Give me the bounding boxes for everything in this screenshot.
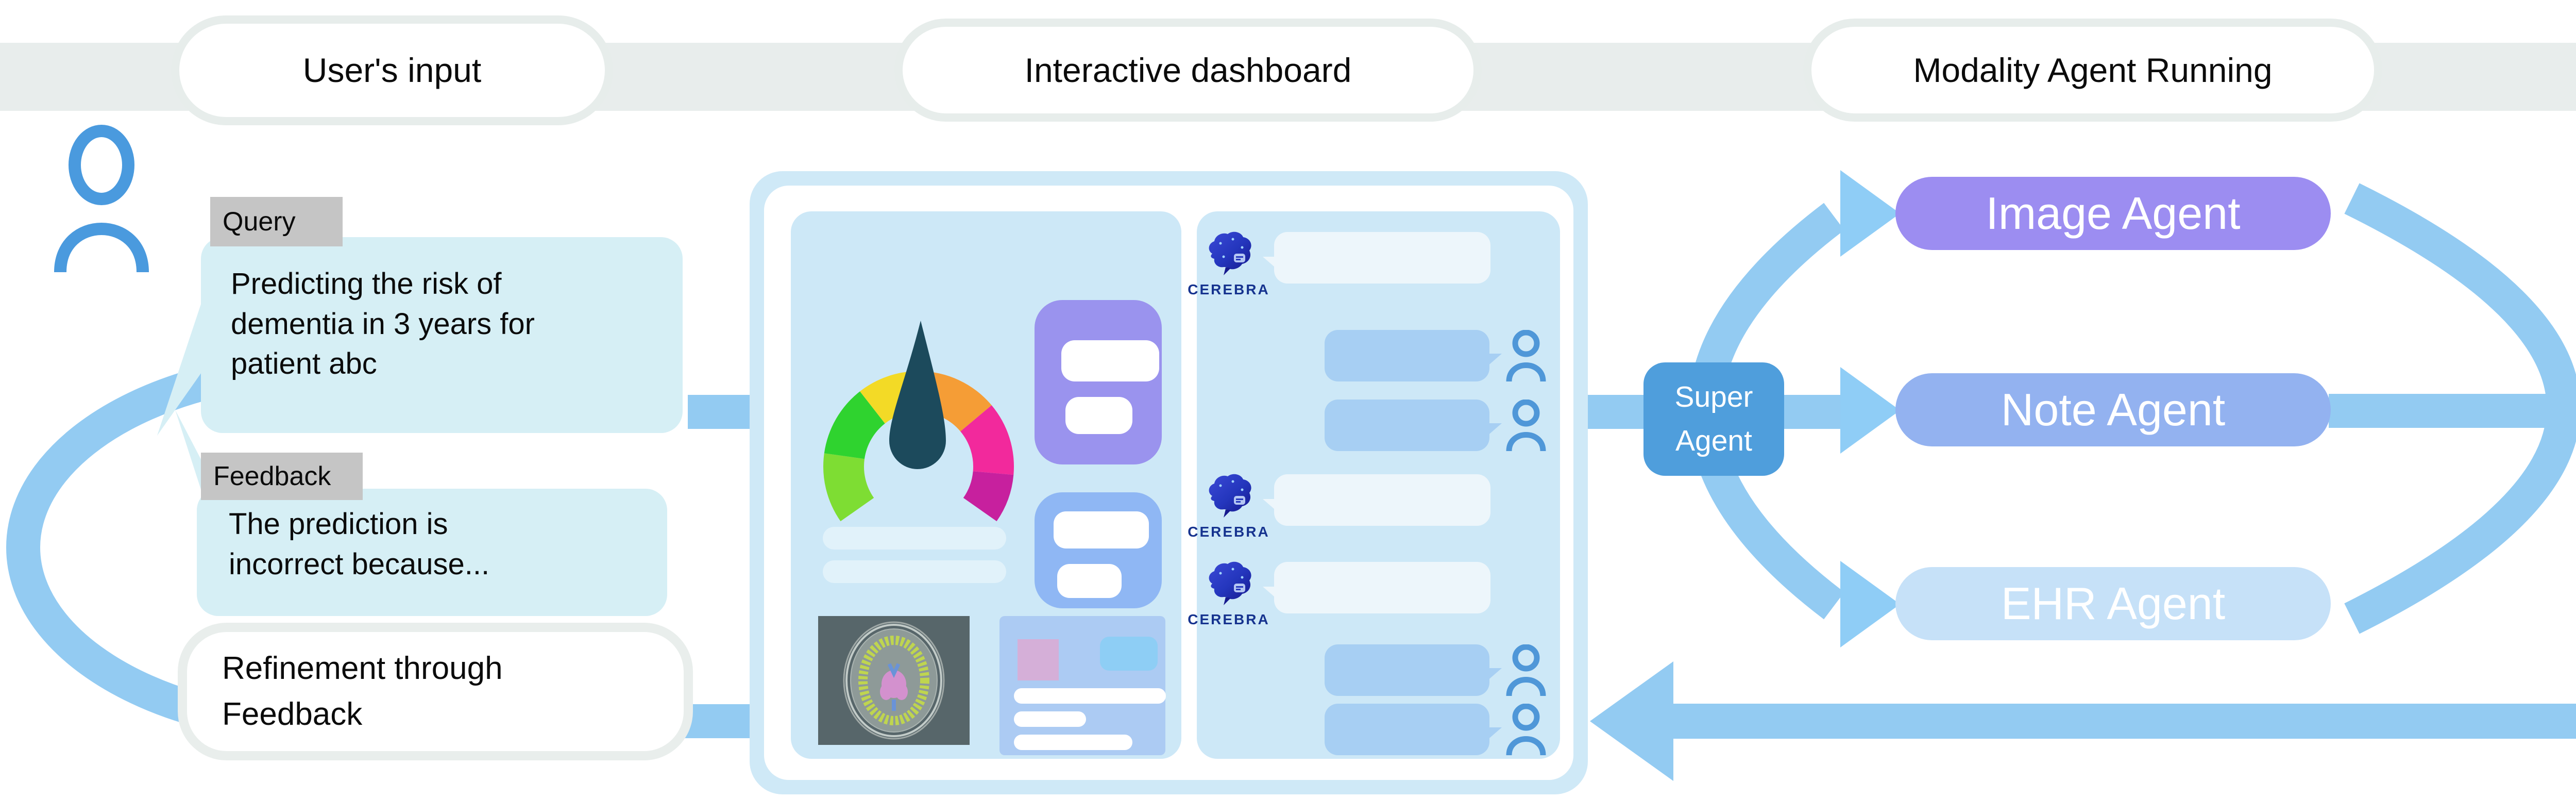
note-agent-arrowhead-icon (1840, 367, 1900, 454)
feedback-label-text: Feedback (213, 461, 331, 491)
note-to-discussion-band (2329, 394, 2576, 428)
analytics-graphics (818, 300, 1166, 755)
purple-chat-card (1035, 300, 1162, 464)
step-interactive-dashboard: Interactive dashboard (894, 19, 1482, 122)
dashboard-chat-panel: CEREBRA (1188, 211, 1560, 759)
step-modality-agent-running: Modality Agent Running (1803, 19, 2382, 122)
query-bubble-tail (157, 289, 206, 436)
step-users-input: User's input (171, 15, 613, 125)
query-bubble: Predicting the risk of dementia in 3 yea… (201, 237, 683, 433)
placeholder-line (823, 527, 1006, 550)
query-text: Predicting the risk of dementia in 3 yea… (231, 267, 535, 381)
feedback-label: Feedback (201, 453, 363, 500)
report-panel (999, 616, 1166, 755)
risk-gauge-icon (823, 321, 1014, 522)
cerebra-brain-icon (1209, 561, 1251, 605)
query-to-dashboard-band (688, 395, 755, 429)
cerebra-name: CEREBRA (1188, 524, 1270, 540)
dashboard-to-super-band (1582, 395, 1654, 429)
feedback-text: The prediction is incorrect because... (229, 507, 490, 581)
bot-message-bubble (1263, 562, 1490, 613)
super-to-note-band (1777, 395, 1844, 429)
super-agent-box: Super Agent (1643, 362, 1784, 476)
feedback-bubble: The prediction is incorrect because... (197, 489, 667, 616)
note-agent-pill: Note Agent (1895, 373, 2331, 446)
note-agent-label: Note Agent (2001, 384, 2226, 435)
cerebra-brain-icon (1209, 231, 1251, 275)
step-label: User's input (302, 51, 482, 90)
image-agent-label: Image Agent (1986, 188, 2241, 239)
placeholder-line (823, 560, 1006, 583)
blue-chat-card (1035, 492, 1162, 608)
cerebra-brain-icon (1209, 474, 1251, 518)
refinement-text: Refinement through Feedback (222, 651, 503, 732)
person-icon (1506, 704, 1546, 755)
person-icon (1506, 400, 1546, 451)
image-agent-arrowhead-icon (1840, 170, 1900, 257)
ehr-agent-arrowhead-icon (1840, 561, 1900, 647)
user-message-bubble (1325, 644, 1502, 696)
image-agent-pill: Image Agent (1895, 177, 2331, 250)
step-label: Modality Agent Running (1913, 51, 2273, 89)
query-label-text: Query (223, 207, 296, 237)
person-icon (1506, 644, 1546, 696)
user-message-bubble (1325, 330, 1502, 381)
step-label: Interactive dashboard (1024, 51, 1352, 89)
bot-message-bubble (1263, 474, 1490, 526)
brain-mri-scan (818, 616, 970, 745)
person-icon (1506, 330, 1546, 381)
cerebra-name: CEREBRA (1188, 281, 1270, 297)
query-label: Query (210, 197, 343, 246)
user-message-bubble (1325, 400, 1502, 451)
dashboard-analytics-panel (791, 211, 1181, 759)
gauge-needle-icon (889, 321, 946, 469)
return-arrowhead-icon (1590, 661, 1673, 781)
ehr-agent-label: EHR Agent (2001, 578, 2226, 629)
refinement-pill: Refinement through Feedback (178, 623, 693, 760)
user-icon (54, 125, 149, 272)
ehr-agent-pill: EHR Agent (1895, 567, 2331, 640)
cerebra-name: CEREBRA (1188, 611, 1270, 627)
super-agent-label: Super Agent (1674, 380, 1753, 458)
bot-message-bubble (1263, 232, 1490, 284)
interactive-dashboard: CEREBRA (750, 171, 1588, 794)
user-message-bubble (1325, 704, 1502, 755)
